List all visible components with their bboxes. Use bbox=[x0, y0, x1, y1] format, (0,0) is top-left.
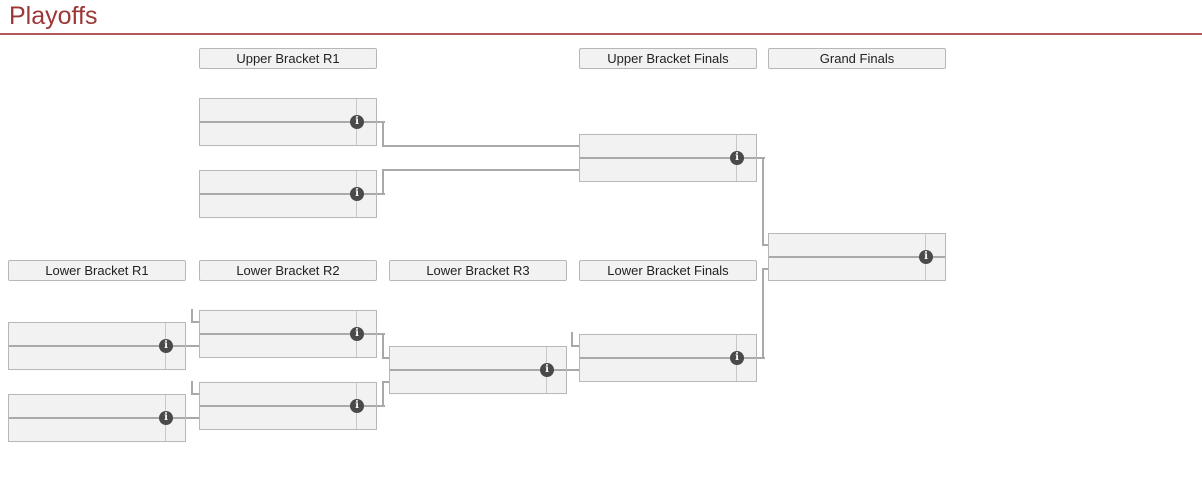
info-icon[interactable]: i bbox=[730, 151, 744, 165]
team-slot-top bbox=[200, 311, 376, 333]
loser-drop-hook bbox=[191, 381, 193, 395]
team-slot-bottom bbox=[200, 407, 376, 429]
match-divider bbox=[200, 193, 376, 195]
team-slot-bottom bbox=[9, 419, 185, 441]
team-slot-top bbox=[9, 395, 185, 417]
loser-drop-hook bbox=[572, 345, 579, 347]
bracket-connector bbox=[762, 268, 768, 270]
team-slot-top bbox=[580, 335, 756, 357]
match-lower-bracket-r1-1: i bbox=[8, 322, 186, 370]
bracket-connector bbox=[377, 333, 385, 335]
team-slot-bottom bbox=[769, 258, 945, 280]
round-header-lower-bracket-r2: Lower Bracket R2 bbox=[199, 260, 377, 281]
team-slot-bottom bbox=[200, 195, 376, 217]
round-header-upper-bracket-r1: Upper Bracket R1 bbox=[199, 48, 377, 69]
info-icon[interactable]: i bbox=[540, 363, 554, 377]
bracket-connector bbox=[186, 345, 199, 347]
loser-drop-hook bbox=[191, 309, 193, 323]
bracket-connector bbox=[383, 381, 389, 383]
team-slot-bottom bbox=[200, 335, 376, 357]
team-slot-bottom bbox=[580, 159, 756, 181]
bracket-connector bbox=[383, 145, 579, 147]
match-upper-bracket-finals: i bbox=[579, 134, 757, 182]
match-divider bbox=[9, 417, 185, 419]
match-grand-finals: i bbox=[768, 233, 946, 281]
match-lower-bracket-r2-2: i bbox=[199, 382, 377, 430]
bracket-connector bbox=[383, 169, 579, 171]
loser-drop-hook bbox=[192, 393, 199, 395]
info-icon[interactable]: i bbox=[350, 327, 364, 341]
match-divider bbox=[580, 357, 756, 359]
team-slot-top bbox=[390, 347, 566, 369]
bracket-connector bbox=[567, 369, 579, 371]
match-divider bbox=[9, 345, 185, 347]
match-divider bbox=[200, 333, 376, 335]
match-lower-bracket-r3: i bbox=[389, 346, 567, 394]
team-slot-bottom bbox=[200, 123, 376, 145]
bracket-connector bbox=[757, 357, 765, 359]
loser-drop-hook bbox=[192, 321, 199, 323]
match-lower-bracket-r1-2: i bbox=[8, 394, 186, 442]
info-icon[interactable]: i bbox=[350, 399, 364, 413]
match-lower-bracket-r2-1: i bbox=[199, 310, 377, 358]
team-slot-top bbox=[9, 323, 185, 345]
round-header-lower-bracket-r3: Lower Bracket R3 bbox=[389, 260, 567, 281]
team-slot-top bbox=[200, 99, 376, 121]
round-header-lower-bracket-r1: Lower Bracket R1 bbox=[8, 260, 186, 281]
bracket-connector bbox=[377, 405, 385, 407]
bracket-connector bbox=[382, 169, 384, 195]
round-header-grand-finals: Grand Finals bbox=[768, 48, 946, 69]
heading-divider bbox=[0, 33, 1202, 35]
team-slot-bottom bbox=[390, 371, 566, 393]
team-slot-top bbox=[769, 234, 945, 256]
bracket-connector bbox=[757, 157, 765, 159]
info-icon[interactable]: i bbox=[159, 339, 173, 353]
info-icon[interactable]: i bbox=[350, 115, 364, 129]
bracket-connector bbox=[382, 381, 384, 407]
bracket-connector bbox=[377, 193, 385, 195]
bracket-connector bbox=[383, 357, 389, 359]
bracket-connector bbox=[762, 244, 768, 246]
bracket-connector bbox=[762, 157, 764, 246]
match-divider bbox=[390, 369, 566, 371]
loser-drop-hook bbox=[571, 332, 573, 347]
team-slot-bottom bbox=[580, 359, 756, 381]
round-header-lower-bracket-finals: Lower Bracket Finals bbox=[579, 260, 757, 281]
info-icon[interactable]: i bbox=[730, 351, 744, 365]
match-divider bbox=[200, 121, 376, 123]
bracket-connector bbox=[377, 121, 385, 123]
team-slot-top bbox=[200, 171, 376, 193]
team-slot-bottom bbox=[9, 347, 185, 369]
bracket-connector bbox=[186, 417, 199, 419]
match-lower-bracket-finals: i bbox=[579, 334, 757, 382]
match-divider bbox=[580, 157, 756, 159]
page-title: Playoffs bbox=[9, 2, 98, 30]
match-divider bbox=[200, 405, 376, 407]
match-upper-bracket-r1-1: i bbox=[199, 98, 377, 146]
info-icon[interactable]: i bbox=[919, 250, 933, 264]
match-divider bbox=[769, 256, 945, 258]
round-header-upper-bracket-finals: Upper Bracket Finals bbox=[579, 48, 757, 69]
info-icon[interactable]: i bbox=[350, 187, 364, 201]
team-slot-top bbox=[200, 383, 376, 405]
team-slot-top bbox=[580, 135, 756, 157]
bracket-connector bbox=[382, 333, 384, 359]
match-upper-bracket-r1-2: i bbox=[199, 170, 377, 218]
bracket-connector bbox=[762, 268, 764, 359]
bracket-connector bbox=[382, 121, 384, 147]
info-icon[interactable]: i bbox=[159, 411, 173, 425]
